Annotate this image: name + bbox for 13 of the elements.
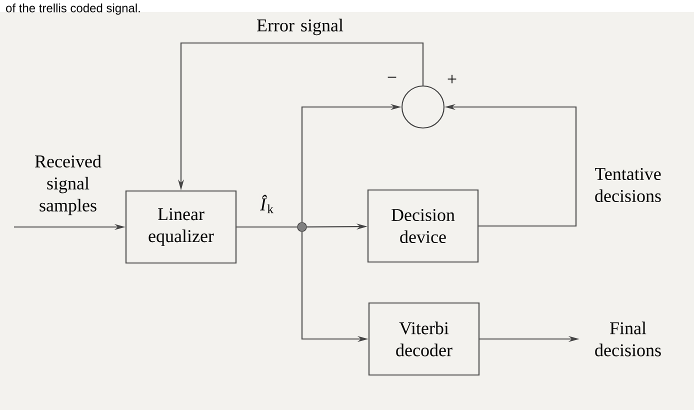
summing-circle [401,85,445,129]
block-box: Linear equalizer [125,190,237,264]
block-box: Viterbi decoder [368,302,480,376]
sign-label: + [448,74,456,84]
junction-dot [297,222,307,232]
edge-label: Error signal [254,18,346,36]
edge-label: Î$_{k}$ [259,194,275,214]
block-box: Decision device [367,189,479,263]
output-label: Final decisions [595,322,661,356]
edge-label: Tentative decisions [582,166,674,204]
sign-label: − [388,76,396,78]
input-label: Received signal samples [35,154,102,216]
page-text: of the trellis coded signal. [6,4,140,15]
